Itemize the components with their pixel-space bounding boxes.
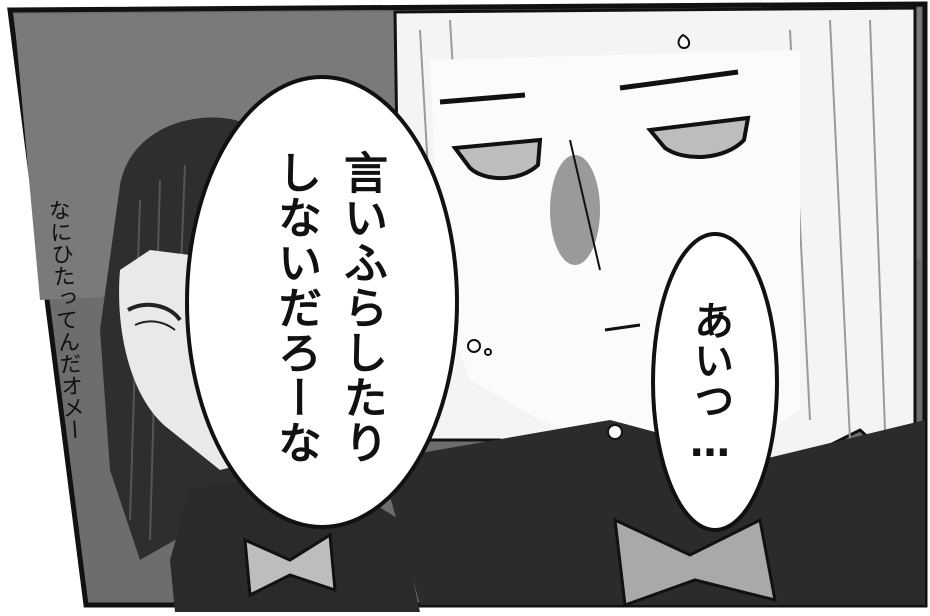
foreground-girl-bow — [613, 517, 777, 608]
foreground-girl-mouth — [604, 323, 641, 332]
background-girl-bow — [243, 532, 337, 598]
speech-bubble-right-text: あいつ… — [687, 300, 733, 466]
thought-dot-3 — [607, 424, 623, 440]
speech-bubble-left-text: 言いふらしたり しないだろーな — [270, 150, 387, 465]
thought-dot-2 — [484, 348, 492, 356]
background-girl-eye — [126, 302, 182, 322]
foreground-girl-eyebrow-left — [439, 92, 526, 105]
speech-bubble-right — [651, 232, 779, 532]
foreground-girl-eyebrow-right — [619, 69, 739, 91]
sweat-drop — [677, 33, 691, 50]
thought-dot-1 — [467, 339, 481, 353]
foreground-girl-eye-left — [451, 137, 543, 181]
nose-shadow — [550, 155, 600, 265]
speech-bubble-left — [185, 75, 459, 529]
foreground-girl-eye-right — [646, 115, 751, 159]
foreground-girl-blazer — [380, 420, 925, 605]
